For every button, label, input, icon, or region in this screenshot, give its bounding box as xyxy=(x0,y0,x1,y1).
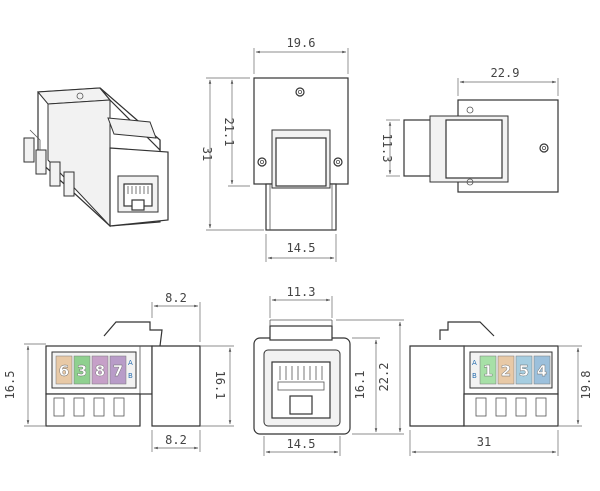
dim-wiring-a-height: 16.5 xyxy=(3,371,17,400)
wiring-a-label-a: A xyxy=(128,359,133,367)
dim-jack-bottom-width: 14.5 xyxy=(287,437,316,451)
dim-front-bottom-width: 14.5 xyxy=(287,241,316,255)
wiring-a-label-b: B xyxy=(128,372,133,380)
wiring-a-pin-number: 6 xyxy=(59,362,69,380)
wiring-a-pin-number: 3 xyxy=(77,362,87,380)
isometric-view xyxy=(23,87,169,228)
dim-front-inner-height: 21.1 xyxy=(222,118,236,147)
dim-jack-inner-height: 16.1 xyxy=(353,371,367,400)
wiring-a-pin-block xyxy=(55,355,73,385)
dim-front-width: 19.6 xyxy=(287,36,316,50)
jack-front-view: 11.3 22.2 16.1 14.5 xyxy=(253,285,404,456)
dim-wiring-a-offset-top: 8.2 xyxy=(165,291,187,305)
wiring-b-pin-block xyxy=(479,355,497,385)
dim-wiring-b-height: 19.8 xyxy=(579,371,593,400)
wiring-a-pin-number: 7 xyxy=(113,362,123,380)
wiring-b-pin-number: 1 xyxy=(483,362,493,380)
dim-wiring-b-length: 31 xyxy=(477,435,491,449)
wiring-b-pin-block xyxy=(515,355,533,385)
wiring-b-label-a: A xyxy=(472,359,477,367)
dim-side-height: 11.3 xyxy=(380,134,394,163)
dim-jack-height: 22.2 xyxy=(377,363,391,392)
dim-wiring-a-offset-bottom: 8.2 xyxy=(165,433,187,447)
wiring-b-label-b: B xyxy=(472,372,477,380)
front-view: 19.6 31 21.1 14.5 xyxy=(200,36,349,262)
dim-side-depth: 22.9 xyxy=(491,66,520,80)
dim-front-height: 31 xyxy=(200,147,214,161)
wiring-a-pin-block xyxy=(109,355,127,385)
side-view: 22.9 11.3 xyxy=(380,66,559,193)
wiring-a-pin-block xyxy=(91,355,109,385)
wiring-b-pin-number: 5 xyxy=(519,362,529,380)
wiring-b-pin-block xyxy=(497,355,515,385)
wiring-b-pin-number: 2 xyxy=(501,362,511,380)
wiring-b-pin-number: 4 xyxy=(537,362,547,380)
wiring-b-pin-block xyxy=(533,355,551,385)
wiring-a-pin-number: 8 xyxy=(95,362,105,380)
wiring-a-pin-block xyxy=(73,355,91,385)
dim-jack-opening-width: 11.3 xyxy=(287,285,316,299)
dim-wiring-a-inner-height: 16.1 xyxy=(213,371,227,400)
